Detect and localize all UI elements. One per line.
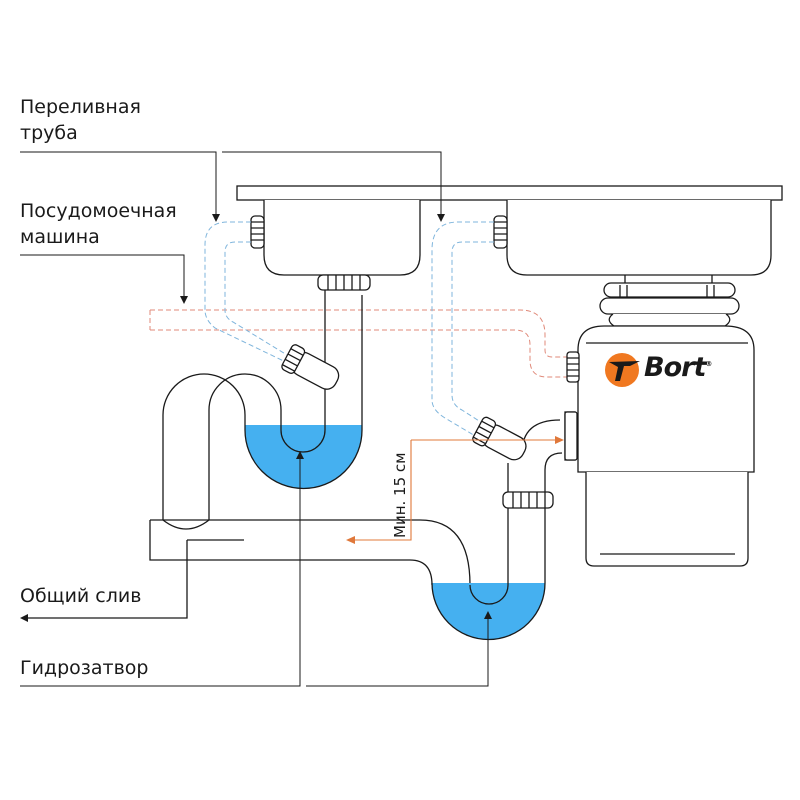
arrow-up-icon	[484, 611, 492, 619]
right-water-seal	[432, 583, 545, 640]
label-water-seal: Гидрозатвор	[20, 657, 149, 679]
right-overflow-nipple	[493, 215, 508, 249]
label-dishwasher: Посудомоечная машина	[20, 200, 177, 248]
label-min-height: Мин. 15 см	[391, 452, 409, 538]
dim-arrow-right-icon	[555, 436, 564, 444]
min-height-dimension	[352, 439, 555, 541]
dishwasher-hose	[149, 309, 568, 378]
arrow-left-icon	[20, 614, 28, 622]
label-overflow-pipe: Переливная труба	[20, 96, 141, 144]
left-water-seal	[245, 425, 362, 489]
left-overflow-nipple	[250, 215, 265, 249]
arrow-down-icon	[212, 214, 220, 222]
brand-text: Bort	[644, 352, 706, 383]
right-trap-nut	[502, 491, 554, 509]
left-sink-bowl	[263, 200, 421, 276]
arrow-down-icon	[180, 296, 188, 304]
registered-mark: ®	[705, 360, 712, 368]
countertop	[236, 185, 783, 201]
right-sink-bowl	[506, 200, 772, 276]
arrow-down-icon	[437, 214, 445, 222]
overflow-hoses	[204, 221, 494, 441]
label-common-drain: Общий слив	[20, 585, 142, 607]
dim-arrow-left-icon	[346, 536, 355, 544]
arrow-up-icon	[296, 451, 304, 459]
brand-name: Bort®	[644, 352, 712, 383]
leader-lines	[20, 151, 489, 687]
food-disposer	[564, 275, 755, 567]
drill-glyph-icon	[609, 361, 640, 381]
